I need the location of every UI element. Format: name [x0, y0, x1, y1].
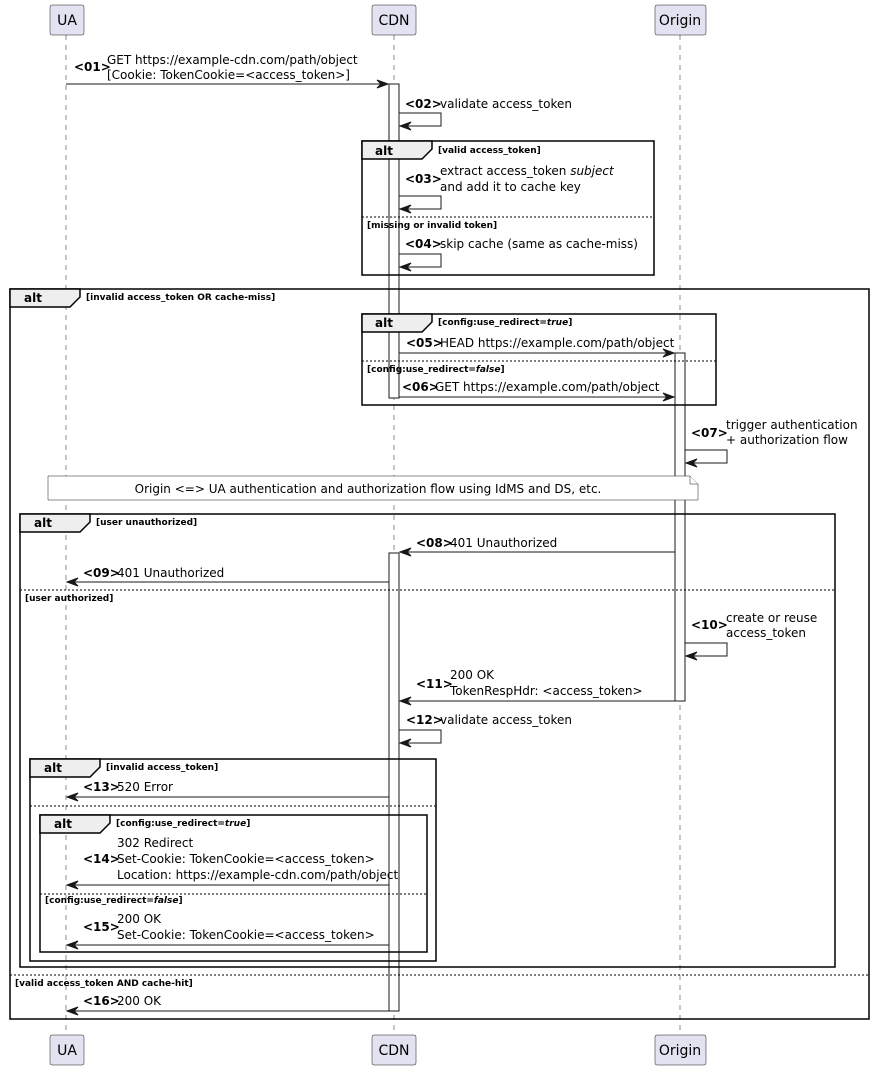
frame-guard: [invalid access_token OR cache-miss]	[86, 293, 275, 303]
message-label: 200 OK	[450, 668, 495, 682]
message-number: <14>	[83, 852, 120, 866]
participant-origin-top: Origin	[654, 4, 707, 36]
participant-origin-bottom: Origin	[654, 1034, 707, 1066]
frame-else-guard: [config:use_redirect=false]	[45, 896, 183, 906]
alt-frame-user-auth: alt [user unauthorized] [user authorized…	[19, 513, 836, 968]
note-auth-flow: Origin <=> UA authentication and authori…	[47, 475, 699, 501]
message-label: 302 Redirect	[117, 836, 194, 850]
message-08: <08> 401 Unauthorized	[398, 536, 675, 557]
message-11: <11> 200 OK TokenRespHdr: <access_token>	[398, 668, 675, 706]
frame-keyword: alt	[44, 761, 62, 775]
message-label: Set-Cookie: TokenCookie=<access_token>	[117, 852, 375, 866]
frame-else-guard: [valid access_token AND cache-hit]	[15, 979, 193, 989]
activation-cdn-1	[388, 83, 400, 399]
frame-else-guard: [config:use_redirect=false]	[367, 365, 505, 375]
participant-cdn-label-bottom: CDN	[378, 1043, 409, 1059]
message-number: <10>	[691, 618, 728, 632]
frame-guard: [user unauthorized]	[96, 518, 197, 528]
message-number: <07>	[691, 426, 728, 440]
frame-keyword: alt	[24, 291, 42, 305]
message-10: <10> create or reuse access_token	[684, 611, 817, 661]
message-14: <14> 302 Redirect Set-Cookie: TokenCooki…	[65, 836, 399, 890]
alt-frame-redirect-config: alt [config:use_redirect=true] [config:u…	[361, 313, 717, 406]
message-number: <16>	[83, 994, 120, 1008]
message-04: <04> skip cache (same as cache-miss)	[398, 237, 638, 272]
message-number: <05>	[406, 336, 443, 350]
frame-guard: [config:use_redirect=true]	[116, 819, 250, 829]
message-09: <09> 401 Unauthorized	[65, 566, 389, 587]
participant-origin-label-bottom: Origin	[659, 1043, 701, 1059]
participant-ua-label: UA	[57, 13, 77, 29]
participant-cdn-label: CDN	[378, 13, 409, 29]
message-label: validate access_token	[440, 97, 572, 111]
note-text: Origin <=> UA authentication and authori…	[135, 482, 602, 496]
message-number: <03>	[405, 172, 442, 186]
message-label: GET https://example-cdn.com/path/object	[107, 53, 358, 67]
message-label: + authorization flow	[726, 433, 848, 447]
frame-guard: [config:use_redirect=true]	[438, 318, 572, 328]
message-label: 520 Error	[117, 780, 173, 794]
frame-keyword: alt	[375, 144, 393, 158]
message-label: access_token	[726, 626, 806, 640]
message-label: HEAD https://example.com/path/object	[440, 336, 675, 350]
message-01: <01> GET https://example-cdn.com/path/ob…	[66, 53, 390, 89]
frame-keyword: alt	[34, 516, 52, 530]
frame-guard: [valid access_token]	[438, 146, 541, 156]
message-label: Set-Cookie: TokenCookie=<access_token>	[117, 928, 375, 942]
message-label: validate access_token	[440, 713, 572, 727]
participant-origin-label: Origin	[659, 13, 701, 29]
participant-cdn-top: CDN	[371, 4, 417, 36]
message-07: <07> trigger authentication + authorizat…	[684, 418, 858, 468]
message-02: <02> validate access_token	[398, 97, 572, 131]
message-label: 401 Unauthorized	[117, 566, 224, 580]
activation-origin-1	[674, 352, 686, 702]
message-label: 200 OK	[117, 994, 162, 1008]
message-label: Location: https://example-cdn.com/path/o…	[117, 868, 399, 882]
message-label: trigger authentication	[726, 418, 858, 432]
message-number: <15>	[83, 920, 120, 934]
message-number: <08>	[416, 536, 453, 550]
frame-keyword: alt	[375, 316, 393, 330]
alt-frame-invalid-token: alt [invalid access_token]	[29, 758, 437, 962]
message-number: <02>	[405, 97, 442, 111]
message-label: 200 OK	[117, 912, 162, 926]
message-label: [Cookie: TokenCookie=<access_token>]	[107, 68, 350, 82]
message-05: <05> HEAD https://example.com/path/objec…	[399, 336, 676, 358]
alt-frame-token-check: alt [valid access_token] [missing or inv…	[361, 140, 655, 276]
message-number: <06>	[402, 380, 439, 394]
message-number: <04>	[405, 237, 442, 251]
message-15: <15> 200 OK Set-Cookie: TokenCookie=<acc…	[65, 912, 389, 950]
message-number: <11>	[416, 677, 453, 691]
message-label: TokenRespHdr: <access_token>	[449, 684, 643, 698]
message-number: <12>	[406, 713, 443, 727]
message-label: GET https://example.com/path/object	[435, 380, 660, 394]
alt-frame-cache-miss: alt [invalid access_token OR cache-miss]…	[9, 288, 870, 1020]
frame-else-guard: [missing or invalid token]	[367, 221, 497, 231]
participant-ua-bottom: UA	[49, 1034, 85, 1066]
message-number: <13>	[83, 780, 120, 794]
activation-cdn-2	[388, 552, 400, 1012]
frame-keyword: alt	[54, 817, 72, 831]
alt-frame-redirect-config-2: alt [config:use_redirect=true] [config:u…	[39, 814, 428, 953]
message-06: <06> GET https://example.com/path/object	[399, 380, 676, 402]
message-number: <01>	[74, 60, 111, 74]
message-03: <03> extract access_token subject and ad…	[398, 164, 615, 214]
participant-cdn-bottom: CDN	[371, 1034, 417, 1066]
participant-ua-top: UA	[49, 4, 85, 36]
frame-else-guard: [user authorized]	[25, 594, 113, 604]
frame-guard: [invalid access_token]	[106, 763, 218, 773]
message-number: <09>	[83, 566, 120, 580]
message-label: create or reuse	[726, 611, 817, 625]
message-13: <13> 520 Error	[65, 780, 389, 802]
message-label: skip cache (same as cache-miss)	[440, 237, 638, 251]
message-12: <12> validate access_token	[398, 713, 572, 748]
message-16: <16> 200 OK	[65, 994, 389, 1016]
message-label: extract access_token subject	[440, 164, 615, 178]
message-label: 401 Unauthorized	[450, 536, 557, 550]
message-label: and add it to cache key	[440, 180, 581, 194]
participant-ua-label-bottom: UA	[57, 1043, 77, 1059]
